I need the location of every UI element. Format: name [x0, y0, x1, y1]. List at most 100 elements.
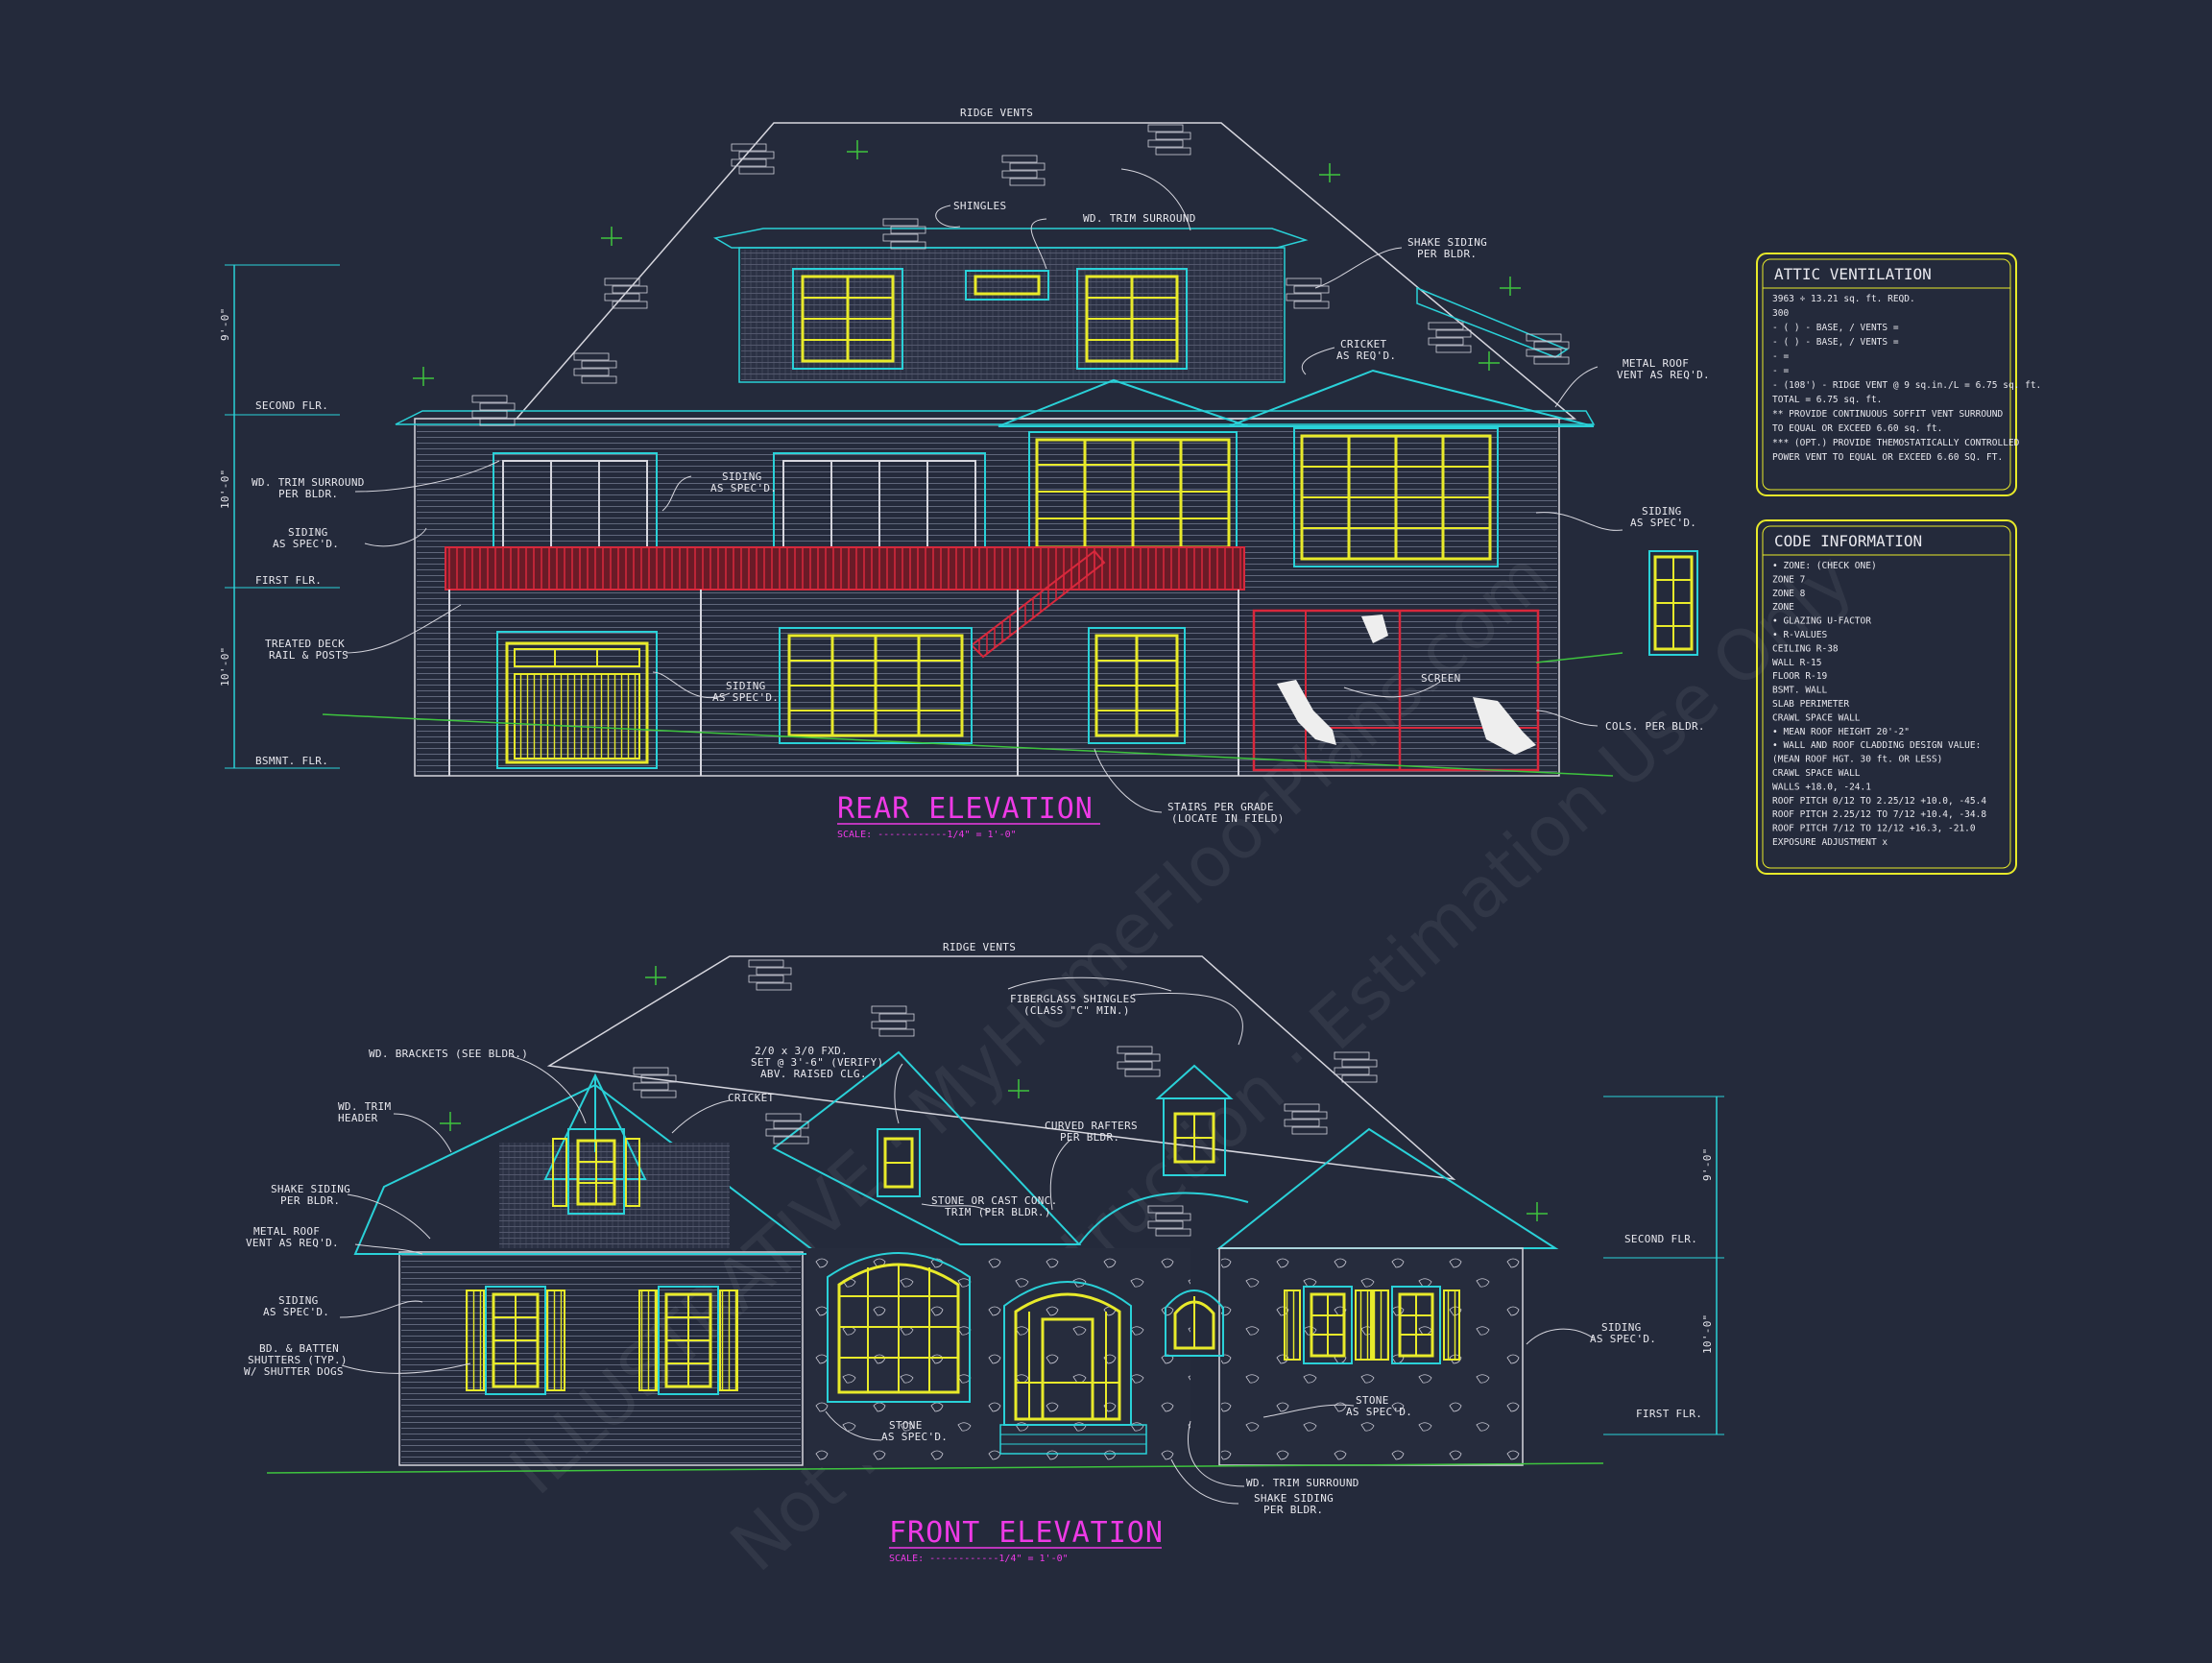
front-siding-right-1: SIDING — [1601, 1321, 1642, 1334]
rear-shake-label-2: PER BLDR. — [1417, 248, 1477, 260]
rear-second-flr-label: SECOND FLR. — [255, 399, 328, 412]
front-stone-mid-1: STONE — [889, 1419, 923, 1432]
rear-screen-label: SCREEN — [1421, 672, 1461, 685]
code-line: ROOF PITCH 7/12 TO 12/12 +16.3, -21.0 — [1772, 824, 1976, 834]
pitch-marker-icon — [1319, 163, 1340, 182]
rear-metal-label-1: METAL ROOF — [1623, 357, 1689, 370]
front-stonecast-label-2: TRIM (PER BLDR.) — [945, 1206, 1051, 1218]
attic-line: 3963 ÷ 13.21 sq. ft. REQD. — [1772, 294, 1915, 304]
code-line: • GLAZING U-FACTOR — [1772, 616, 1871, 627]
rear-cricket-label-1: CRICKET — [1340, 338, 1387, 350]
front-curved-label-2: PER BLDR. — [1060, 1131, 1119, 1144]
rear-dormer-eave — [712, 228, 1309, 249]
front-fxd-label-3: ABV. RAISED CLG. — [760, 1068, 867, 1080]
attic-line: ** PROVIDE CONTINUOUS SOFFIT VENT SURROU… — [1772, 409, 2003, 420]
rear-deck-stairs — [970, 549, 1106, 659]
pitch-markers — [413, 140, 1548, 1221]
rear-elevation-scale: SCALE: ------------1/4" = 1'-0" — [837, 830, 1017, 840]
front-left-wing-wall — [398, 1251, 804, 1466]
front-cricket-label: CRICKET — [728, 1092, 775, 1104]
shingle-mark-icon — [1334, 1051, 1378, 1083]
attic-line: - ( ) - BASE, / VENTS = — [1772, 337, 1899, 348]
shingle-mark-icon — [765, 1113, 809, 1145]
rear-deck-label-1: TREATED DECK — [265, 638, 345, 650]
front-trimh-label-1: WD. TRIM — [338, 1100, 391, 1113]
code-line: • ZONE: (CHECK ONE) — [1772, 561, 1877, 571]
front-brackets-label: WD. BRACKETS (SEE BLDR.) — [369, 1048, 528, 1060]
front-stone-right-2: AS SPEC'D. — [1346, 1406, 1412, 1418]
attic-line: *** (OPT.) PROVIDE THEMOSTATICALLY CONTR… — [1772, 438, 2020, 448]
front-fxd-label-2: SET @ 3'-6" (VERIFY) — [751, 1056, 883, 1069]
front-trimh-label-2: HEADER — [338, 1112, 378, 1124]
front-elevation: 9'-0" 10'-0" RIDGE VENTS FIBERGLASS SHIN — [244, 941, 1724, 1564]
rear-shingles-label: SHINGLES — [953, 200, 1006, 212]
front-shutter-label-1: BD. & BATTEN — [259, 1342, 339, 1355]
front-shutter-label-3: W/ SHUTTER DOGS — [244, 1365, 344, 1378]
code-line: • WALL AND ROOF CLADDING DESIGN VALUE: — [1772, 740, 1981, 751]
attic-line: POWER VENT TO EQUAL OR EXCEED 6.60 SQ. F… — [1772, 452, 2003, 463]
code-line: • R-VALUES — [1772, 630, 1827, 640]
attic-line: - = — [1772, 351, 1789, 362]
front-grade-line — [266, 1462, 1604, 1474]
front-shutter-label-2: SHUTTERS (TYP.) — [248, 1354, 348, 1366]
code-information-title: CODE INFORMATION — [1774, 532, 1922, 550]
pitch-marker-icon — [440, 1112, 461, 1131]
rear-trim-top-label: WD. TRIM SURROUND — [1083, 212, 1196, 225]
front-shake-bottom-1: SHAKE SIDING — [1254, 1492, 1334, 1505]
rear-grade-line — [322, 713, 1614, 777]
rear-first-flr-label: FIRST FLR. — [255, 574, 322, 587]
shingle-mark-icon — [604, 277, 648, 309]
front-siding-left-1: SIDING — [278, 1294, 319, 1307]
front-shake-label-1: SHAKE SIDING — [271, 1183, 350, 1195]
front-main-roof — [546, 955, 1456, 1181]
shingle-marks — [471, 124, 1570, 1237]
shingle-mark-icon — [633, 1067, 677, 1098]
front-dimension-string: 9'-0" 10'-0" — [1603, 1096, 1724, 1435]
front-windows — [466, 1128, 1460, 1426]
rear-lower-windows — [496, 550, 1698, 769]
code-line: WALL R-15 — [1772, 658, 1821, 668]
rear-siding-mid-1: SIDING — [722, 470, 762, 483]
code-line: CRAWL SPACE WALL — [1772, 768, 1861, 779]
shingle-mark-icon — [882, 218, 926, 250]
rear-elevation-title: REAR ELEVATION — [837, 792, 1094, 826]
rear-bsmt-flr-label: BSMNT. FLR. — [255, 755, 328, 767]
shingle-mark-icon — [731, 143, 775, 175]
code-line: WALLS +18.0, -24.1 — [1772, 782, 1871, 792]
pitch-marker-icon — [1479, 351, 1500, 371]
front-first-flr-label: FIRST FLR. — [1636, 1408, 1702, 1420]
code-line: ZONE 8 — [1772, 589, 1806, 599]
shingle-mark-icon — [871, 1005, 915, 1037]
code-information-lines: • ZONE: (CHECK ONE) ZONE 7 ZONE 8 ZONE • … — [1772, 561, 1986, 848]
attic-line: TO EQUAL OR EXCEED 6.60 sq. ft. — [1772, 423, 1942, 434]
rear-elevation: 9'-0" 10'-0" 10'-0" RIDGE VENTS SHINGLES… — [219, 107, 1710, 840]
rear-shake-label-1: SHAKE SIDING — [1407, 236, 1487, 249]
code-line: ZONE — [1772, 602, 1794, 613]
rear-dormer-wall — [738, 247, 1286, 383]
rear-siding-mid-2: AS SPEC'D. — [710, 482, 777, 494]
code-line: ZONE 7 — [1772, 574, 1805, 585]
rear-cols-label: COLS. PER BLDR. — [1605, 720, 1705, 733]
attic-line: 300 — [1772, 308, 1789, 319]
front-elevation-scale: SCALE: ------------1/4" = 1'-0" — [889, 1554, 1069, 1564]
pitch-marker-icon — [1008, 1079, 1029, 1098]
rear-gable-1 — [998, 378, 1249, 427]
rear-wdtrim-label-1: WD. TRIM SURROUND — [252, 476, 365, 489]
rear-dormer-windows — [792, 268, 1188, 370]
rear-ridge-label: RIDGE VENTS — [960, 107, 1033, 119]
front-ridge-label: RIDGE VENTS — [943, 941, 1016, 953]
front-siding-left-2: AS SPEC'D. — [263, 1306, 329, 1318]
rear-dim-upper: 9'-0" — [219, 307, 231, 341]
front-stonecast-label-1: STONE OR CAST CONC. — [931, 1194, 1058, 1207]
shingle-mark-icon — [1147, 124, 1191, 156]
front-curved-rafters — [1078, 1192, 1249, 1245]
front-curved-label-1: CURVED RAFTERS — [1045, 1120, 1138, 1132]
rear-deck-label-2: RAIL & POSTS — [269, 649, 349, 662]
attic-ventilation-box: ATTIC VENTILATION 3963 ÷ 13.21 sq. ft. R… — [1756, 253, 2041, 496]
rear-siding-right-2: AS SPEC'D. — [1630, 517, 1696, 529]
rear-gable-2 — [1228, 369, 1595, 427]
rear-cricket-label-2: AS REQ'D. — [1336, 349, 1396, 362]
code-line: SLAB PERIMETER — [1772, 699, 1849, 710]
